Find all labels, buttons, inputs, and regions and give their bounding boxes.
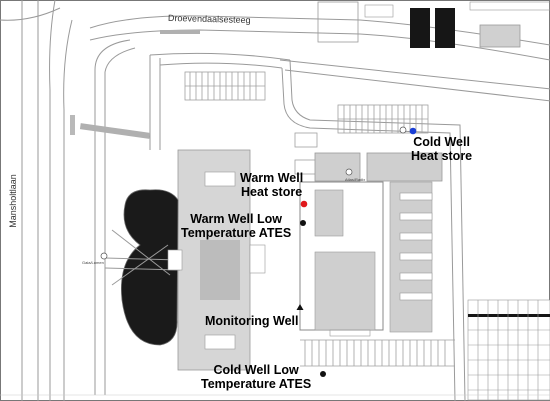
greenhouse-grid [467,299,550,401]
path-segment [160,30,200,34]
west-road [0,0,73,401]
parking-north [184,71,429,175]
monitoring-well-marker [296,304,304,310]
parking-south [300,339,455,367]
entrance-marker [399,126,407,134]
central-building [177,149,266,371]
west-street-name: Mansholtlaan [7,174,18,228]
median-strip [70,115,75,135]
pond [121,189,179,346]
monitoring-well-label: Monitoring Well [205,314,299,328]
east-building [299,152,443,337]
cold-well-ates-marker [320,371,326,377]
warm-well-ates-marker [300,220,306,226]
cold-well-ates-label: Cold Well Low Temperature ATES [201,363,312,391]
pond-pier [167,249,183,271]
path-segment [79,123,151,139]
warm-well-heat-store-label: Warm Well Heat store [240,171,304,199]
building-label: Atlas/Radix [345,177,366,182]
north-street-name: Droevendaalsesteeg [167,12,251,26]
warm-well-ates-label: Warm Well Low Temperature ATES [181,212,292,240]
entrance-marker [345,168,353,176]
building-label: Gaia/Lumen [82,260,104,265]
cold-well-heat-store-marker [409,127,417,135]
cold-well-heat-store-label: Cold Well Heat store [411,135,473,163]
site-access-road [94,39,550,401]
warm-well-heat-store-marker [300,200,308,208]
entrance-marker [100,252,108,260]
boardwalk [104,229,181,286]
ne-buildings [317,1,550,48]
